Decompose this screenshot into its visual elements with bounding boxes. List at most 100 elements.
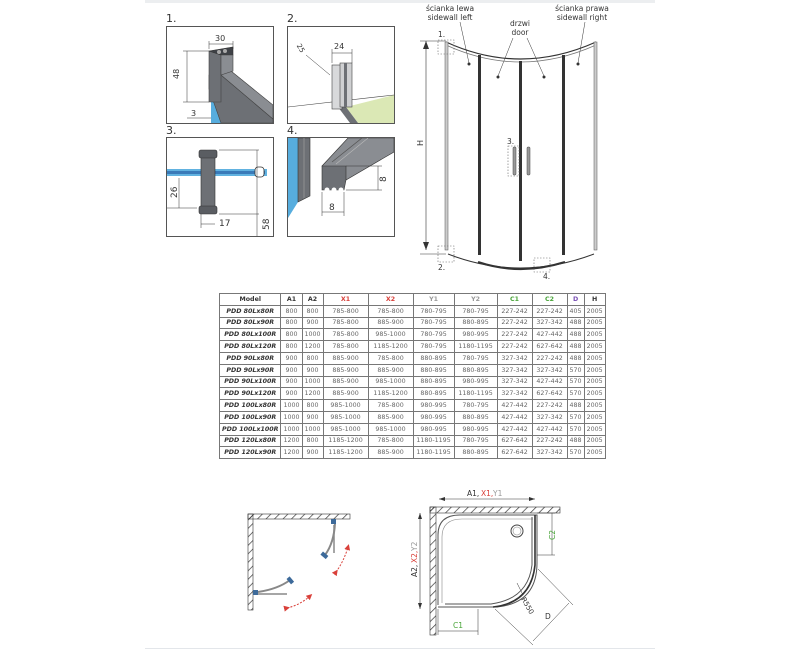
cell-model: PDD 80Lx80R <box>218 304 282 318</box>
callout-3: 3. <box>507 137 514 146</box>
cell-a1: 1000 <box>280 399 303 412</box>
cell-a2: 900 <box>301 316 324 330</box>
cell-model: PDD 100Lx90R <box>218 410 282 424</box>
cell-h: 2005 <box>583 446 606 460</box>
detail-panel-1: 30 48 3 <box>166 26 274 124</box>
cell-a1: 800 <box>280 340 303 353</box>
cell-model: PDD 100Lx100R <box>218 422 282 436</box>
dim-a1: A1, <box>467 489 479 498</box>
cell-a2: 900 <box>301 446 324 460</box>
cell-y2: 980-995 <box>453 422 498 436</box>
dim-x1: X1, <box>481 489 493 498</box>
cell-d: 570 <box>566 410 585 424</box>
cell-h: 2005 <box>583 328 606 342</box>
cell-d: 570 <box>566 446 585 460</box>
cell-model: PDD 80Lx100R <box>218 328 282 342</box>
cell-x2: 985-1000 <box>367 422 414 436</box>
cell-x2: 985-1000 <box>367 375 414 389</box>
callout-2: 2. <box>438 263 445 272</box>
cell-y2: 880-895 <box>453 363 498 377</box>
cell-y2: 780-795 <box>453 399 498 412</box>
right-wall-label-pl: ścianka prawa <box>555 4 609 13</box>
table-header-row: Model A1 A2 X1 X2 Y1 Y2 C1 C2 D H <box>218 293 606 306</box>
cell-c1: 327-342 <box>496 363 533 377</box>
cell-x2: 885-900 <box>367 446 414 460</box>
svg-text:26: 26 <box>170 186 180 198</box>
cell-a2: 800 <box>301 434 324 448</box>
cell-c1: 227-242 <box>496 316 533 330</box>
cell-d: 488 <box>566 399 585 412</box>
cell-a2: 800 <box>301 351 324 365</box>
cell-a1: 1000 <box>280 422 303 436</box>
col-x2: X2 <box>367 293 414 306</box>
cell-y2: 880-895 <box>453 446 498 460</box>
front-view-diagram: ścianka lewa sidewall left drzwi door śc… <box>416 4 609 281</box>
col-x1: X1 <box>322 293 369 306</box>
cell-y2: 1180-1195 <box>453 387 498 401</box>
cell-a1: 1200 <box>280 434 303 448</box>
cell-a1: 900 <box>280 363 303 377</box>
svg-text:24: 24 <box>334 42 344 51</box>
callout-4: 4. <box>543 272 550 281</box>
cell-c2: 427-442 <box>531 328 568 342</box>
cell-x2: 785-800 <box>367 304 414 318</box>
cell-d: 570 <box>566 387 585 401</box>
cell-h: 2005 <box>583 399 606 412</box>
cell-y2: 780-795 <box>453 434 498 448</box>
cell-h: 2005 <box>583 351 606 365</box>
cell-a2: 900 <box>301 363 324 377</box>
cell-d: 488 <box>566 351 585 365</box>
bottom-profile-detail-illustration: 8 8 <box>288 138 394 218</box>
cell-y2: 780-795 <box>453 304 498 318</box>
cell-x2: 1185-1200 <box>367 340 414 353</box>
cell-model: PDD 80Lx90R <box>218 316 282 330</box>
svg-text:25: 25 <box>295 43 306 55</box>
cell-x1: 1185-1200 <box>322 434 369 448</box>
cell-x1: 1185-1200 <box>322 446 369 460</box>
cell-y1: 880-895 <box>412 363 455 377</box>
cell-c1: 427-442 <box>496 399 533 412</box>
cell-a1: 900 <box>280 351 303 365</box>
cell-d: 570 <box>566 363 585 377</box>
cell-y1: 980-995 <box>412 410 455 424</box>
cell-c1: 327-342 <box>496 387 533 401</box>
cell-y1: 880-895 <box>412 351 455 365</box>
cell-d: 570 <box>566 422 585 436</box>
cell-y1: 780-795 <box>412 328 455 342</box>
cell-x1: 885-900 <box>322 375 369 389</box>
door-swing-diagram <box>247 513 351 612</box>
cell-model: PDD 80Lx120R <box>218 340 282 353</box>
cell-y2: 880-895 <box>453 410 498 424</box>
cell-x1: 885-900 <box>322 363 369 377</box>
cell-h: 2005 <box>583 375 606 389</box>
cell-h: 2005 <box>583 410 606 424</box>
top-profile-detail-illustration: 30 48 3 <box>172 34 273 123</box>
cell-a2: 1000 <box>301 328 324 342</box>
cell-c2: 327-342 <box>531 410 568 424</box>
cell-model: PDD 100Lx80R <box>218 399 282 412</box>
cell-x1: 985-1000 <box>322 399 369 412</box>
cell-y1: 880-895 <box>412 387 455 401</box>
height-label: H <box>416 140 425 146</box>
spec-table: Model A1 A2 X1 X2 Y1 Y2 C1 C2 D H PDD 80… <box>218 293 606 460</box>
bottom-seal-detail-illustration: 24 25 <box>288 42 394 123</box>
cell-h: 2005 <box>583 340 606 353</box>
cell-x2: 885-900 <box>367 363 414 377</box>
cell-y2: 980-995 <box>453 328 498 342</box>
cell-c2: 227-242 <box>531 399 568 412</box>
detail-label-1: 1. <box>166 12 177 25</box>
cell-model: PDD 90Lx100R <box>218 375 282 389</box>
cell-a2: 800 <box>301 304 324 318</box>
cell-model: PDD 90Lx120R <box>218 387 282 401</box>
cell-d: 488 <box>566 434 585 448</box>
dim-c1: C1 <box>453 621 463 630</box>
cell-x1: 785-800 <box>322 328 369 342</box>
